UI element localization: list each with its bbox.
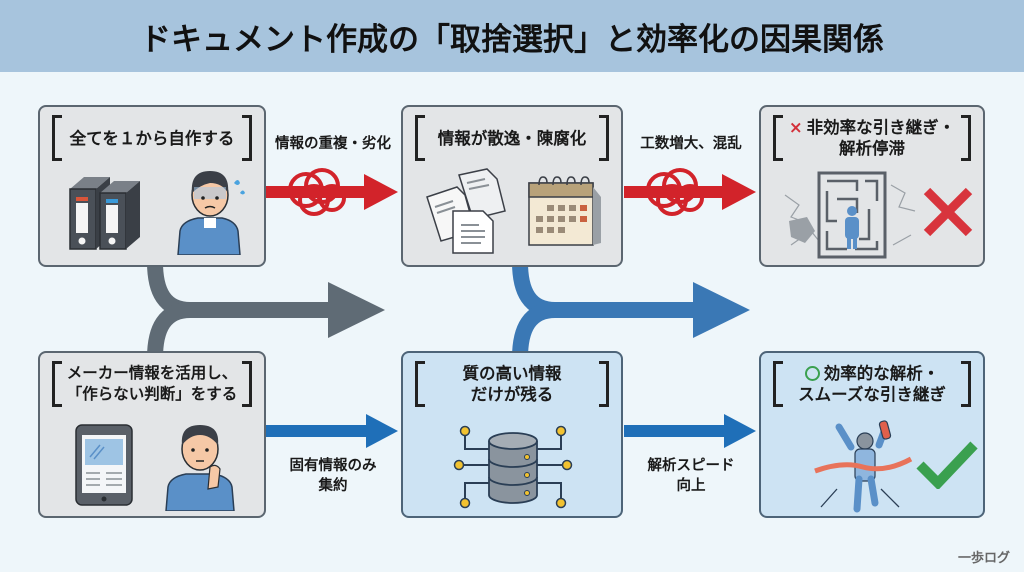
calendar-icon: [528, 176, 601, 246]
watermark: 一歩ログ: [957, 551, 1010, 566]
arrow4-label-line1: 解析スピード: [647, 458, 735, 474]
box-efficient-analysis: 効率的な解析・ スムーズな引き継ぎ: [759, 351, 985, 518]
scattered-documents-icon: [426, 168, 506, 254]
arrow-label-analysis-speed: 解析スピード 向上: [626, 456, 756, 496]
box5-title-text: 質の高い情報 だけが残る: [451, 363, 574, 405]
gray-branch-arrow: [147, 262, 385, 358]
worried-worker-icon: [177, 171, 245, 255]
arrow-label-duplication: 情報の重複・劣化: [275, 136, 391, 152]
bracket-right: [961, 115, 971, 161]
arrow-label-workload: 工数増大、混乱: [640, 136, 742, 152]
bracket-left: [52, 361, 62, 407]
box3-title-line1: 非効率な引き継ぎ・: [806, 118, 956, 137]
box6-title-text: 効率的な解析・ スムーズな引き継ぎ: [786, 363, 958, 405]
bracket-right: [242, 115, 252, 161]
box-self-create-all: 全てを１から自作する: [38, 105, 266, 267]
box6-title-line2: スムーズな引き継ぎ: [798, 385, 946, 404]
box-quality-info-remains: 質の高い情報 だけが残る: [401, 351, 623, 518]
green-check-icon: [916, 441, 978, 489]
arrow3-label-line1: 固有情報のみ: [289, 458, 377, 474]
maze-person-icon: [784, 171, 916, 259]
tablet-icon: [75, 424, 133, 506]
tangled-red-arrow-1: [266, 168, 398, 216]
bracket-left: [415, 115, 425, 161]
box6-title-line1: 効率的な解析・: [823, 364, 940, 383]
circle-mark-icon: [804, 366, 820, 381]
blue-branch-arrow: [512, 262, 750, 358]
bracket-left: [52, 115, 62, 161]
bracket-left: [773, 115, 783, 161]
arrow4-label-line2: 向上: [676, 478, 706, 494]
box4-title-text: メーカー情報を活用し、 「作らない判断」をする: [55, 363, 250, 405]
box2-title-text: 情報が散逸・陳腐化: [437, 128, 587, 148]
box3-title-line2: 解析停滞: [838, 139, 905, 158]
bracket-right: [242, 361, 252, 407]
box-info-scattered: 情報が散逸・陳腐化: [401, 105, 623, 267]
binder-files-icon: [69, 177, 140, 250]
box-title: 質の高い情報 だけが残る: [413, 361, 611, 407]
bracket-left: [773, 361, 783, 407]
box-inefficient-handover: ×非効率な引き継ぎ・ 解析停滞: [759, 105, 985, 267]
title-bar: ドキュメント作成の「取捨選択」と効率化の因果関係: [0, 0, 1024, 72]
box-title: メーカー情報を活用し、 「作らない判断」をする: [50, 361, 254, 407]
tangled-red-arrow-2: [624, 168, 756, 216]
arrow3-label-line2: 集約: [318, 478, 348, 494]
box3-title-text: ×非効率な引き継ぎ・ 解析停滞: [777, 117, 967, 159]
blue-arrow-2: [624, 414, 756, 448]
bracket-right: [599, 115, 609, 161]
cross-mark-icon: ×: [788, 118, 803, 137]
database-network-icon: [453, 425, 573, 509]
thinking-worker-icon: [165, 425, 235, 511]
blue-arrow-1: [266, 414, 398, 448]
box-title: ×非効率な引き継ぎ・ 解析停滞: [771, 115, 973, 161]
box5-title-line1: 質の高い情報: [462, 364, 562, 383]
box4-title-line1: メーカー情報を活用し、: [66, 364, 238, 382]
box-title: 全てを１から自作する: [50, 115, 254, 161]
runner-finish-icon: [814, 420, 913, 513]
box5-title-line2: だけが残る: [470, 385, 554, 404]
arrow-label-unique-info: 固有情報のみ 集約: [268, 456, 398, 496]
box1-title-text: 全てを１から自作する: [69, 128, 235, 148]
box-use-maker-info: メーカー情報を活用し、 「作らない判断」をする: [38, 351, 266, 518]
red-x-icon: [923, 187, 973, 237]
box-title: 情報が散逸・陳腐化: [413, 115, 611, 161]
box4-title-line2: 「作らない判断」をする: [66, 385, 238, 403]
bracket-right: [599, 361, 609, 407]
bracket-left: [415, 361, 425, 407]
page-title: ドキュメント作成の「取捨選択」と効率化の因果関係: [140, 21, 884, 58]
bracket-right: [961, 361, 971, 407]
box-title: 効率的な解析・ スムーズな引き継ぎ: [771, 361, 973, 407]
